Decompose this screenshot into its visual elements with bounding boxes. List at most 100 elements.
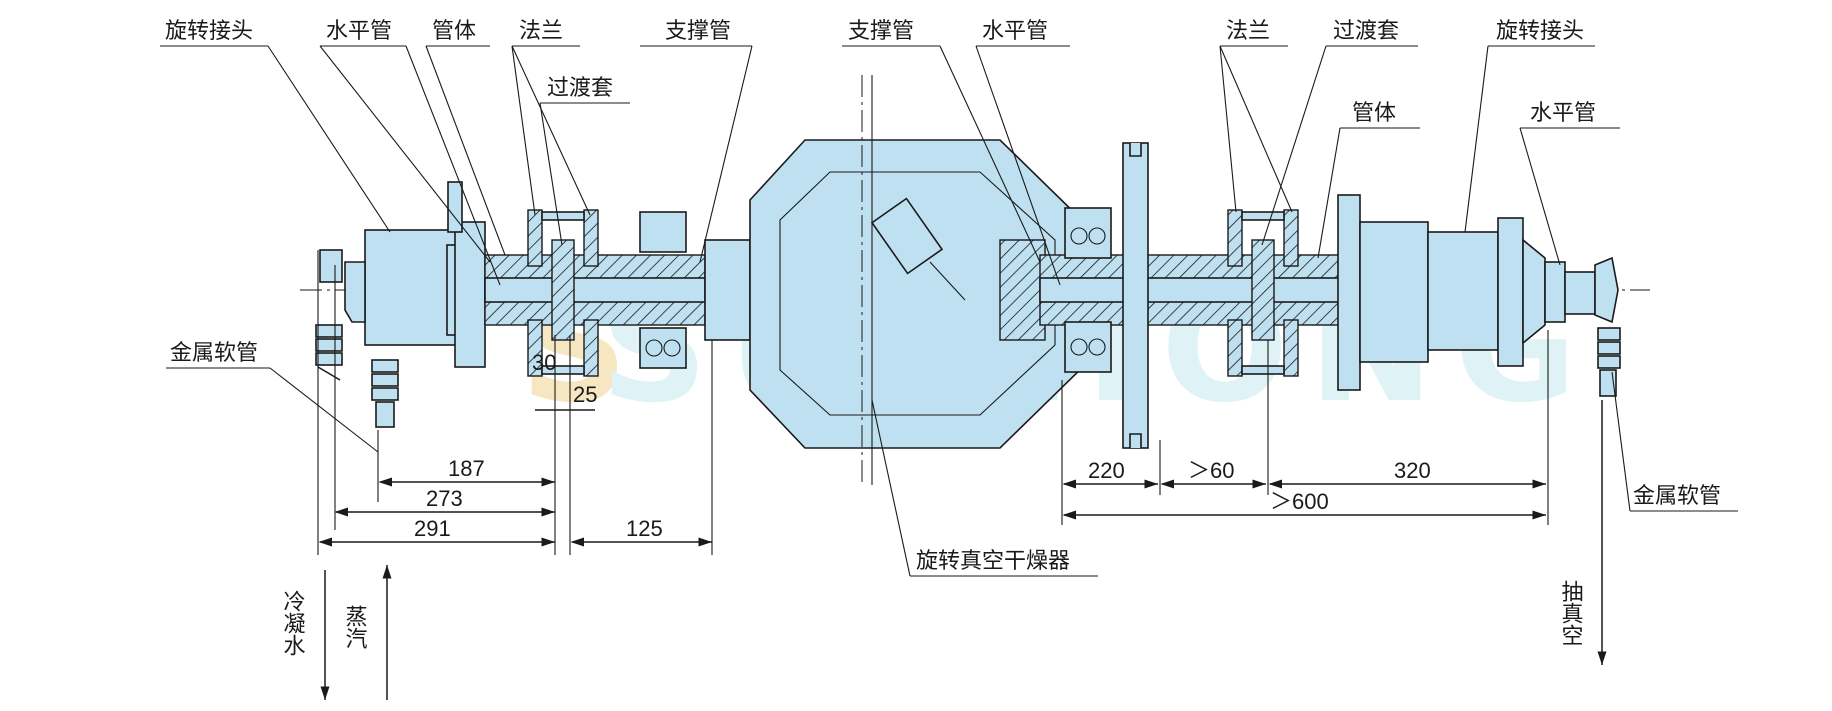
dim-25: 25 <box>573 382 597 407</box>
dimension-lines: 187 273 291 125 25 30 220 ＞60 320 ＞600 <box>317 250 1549 555</box>
right-bearing-ball-3 <box>1070 338 1088 356</box>
leader-support-pipe-right <box>939 45 1041 263</box>
right-transition-sleeve <box>1251 239 1275 341</box>
right-assembly <box>999 142 1621 449</box>
label-vacuum: 抽真空 <box>1558 580 1584 646</box>
leader-rotary-joint-right <box>1464 45 1489 233</box>
label-condensate: 冷凝水 <box>280 590 306 656</box>
leader-pipe-body-left <box>425 45 506 256</box>
right-joint-cone <box>1522 238 1546 345</box>
leader-pipe-body-right <box>1317 127 1341 259</box>
leader-dryer <box>871 399 911 577</box>
left-hose-fitting-5 <box>371 373 399 387</box>
leader-metal-hose-left <box>269 367 379 453</box>
right-flange-bolt-top <box>1241 211 1285 221</box>
right-bearing-ball-4 <box>1088 338 1106 356</box>
left-joint-flange <box>454 221 486 368</box>
left-hose-fitting-2 <box>315 338 343 352</box>
right-horizontal-pipe <box>1039 277 1341 303</box>
dim-320: 320 <box>1394 458 1431 483</box>
right-bearing-top <box>1064 207 1112 259</box>
dim-30: 30 <box>532 350 556 375</box>
left-hose-tail <box>375 401 395 428</box>
right-flange-bottom-1 <box>1227 319 1243 377</box>
left-flange-bottom-1 <box>527 319 543 377</box>
right-joint-body <box>1359 221 1429 363</box>
label-horizontal-pipe-left: 水平管 <box>326 19 392 44</box>
dim-291: 291 <box>414 516 451 541</box>
right-hose-tail <box>1599 369 1617 397</box>
left-hose-fitting-6 <box>371 387 399 401</box>
label-steam: 蒸汽 <box>342 605 368 649</box>
left-bearing-bottom <box>639 327 687 369</box>
left-flange-bolt-bottom <box>541 365 585 375</box>
right-flange-bolt-bottom <box>1241 365 1285 375</box>
left-elbow-cap <box>319 249 343 283</box>
right-joint-collar <box>1497 217 1524 367</box>
right-hose-fitting-3 <box>1597 355 1621 369</box>
leader-sleeve-left <box>539 102 563 246</box>
right-joint-neck <box>1544 261 1566 323</box>
label-metal-hose-left: 金属软管 <box>170 341 258 366</box>
support-frame-pillar <box>1122 142 1149 449</box>
right-vacuum-elbow <box>1594 256 1619 324</box>
label-horizontal-pipe-right: 水平管 <box>1530 101 1596 126</box>
right-joint-flange <box>1337 194 1361 391</box>
right-joint-tip <box>1564 271 1596 315</box>
left-hose-end <box>317 366 341 381</box>
flow-arrows: 冷凝水 蒸汽 抽真空 <box>280 400 1607 700</box>
dryer-inner-line <box>779 171 1056 416</box>
right-bearing-ball-2 <box>1088 227 1106 245</box>
leader-rotary-joint-left <box>267 45 391 233</box>
dryer-inner-arm <box>870 197 944 275</box>
label-transition-sleeve-right: 过渡套 <box>1333 19 1399 44</box>
left-bearing-ball-2 <box>663 339 681 357</box>
leader-flange-left-1 <box>511 45 536 216</box>
leader-horizontal-pipe-left-b <box>405 45 501 286</box>
label-flange-right: 法兰 <box>1226 19 1270 44</box>
left-horizontal-pipe <box>484 277 706 303</box>
left-flange-bottom-2 <box>583 319 599 377</box>
left-flange-top-1 <box>527 209 543 267</box>
label-flange-left: 法兰 <box>519 19 563 44</box>
left-siphon-elbow <box>344 261 366 323</box>
left-assembly <box>315 181 751 428</box>
leader-metal-hose-right <box>1611 371 1631 512</box>
dim-220: 220 <box>1088 458 1125 483</box>
label-underlines <box>160 45 1738 577</box>
leader-horizontal-pipe-mid <box>975 45 1061 286</box>
leader-flange-right-1 <box>1219 45 1237 213</box>
support-frame-notch-bottom <box>1129 433 1142 448</box>
right-hose-fitting-2 <box>1597 341 1621 355</box>
left-bearing-ball-1 <box>645 339 663 357</box>
label-support-pipe-right: 支撑管 <box>848 19 914 44</box>
left-flange-bolt-top <box>541 211 585 221</box>
left-bearing-top <box>639 211 687 253</box>
leader-sleeve-right <box>1261 45 1327 246</box>
dryer-assembly <box>749 75 1091 485</box>
left-hose-fitting-4 <box>371 359 399 373</box>
dim-125: 125 <box>626 516 663 541</box>
right-joint-housing <box>1427 231 1499 351</box>
labels: 旋转接头 水平管 管体 法兰 支撑管 过渡套 金属软管 支撑管 水平管 法兰 过… <box>165 19 1721 574</box>
right-bearing-bottom <box>1064 321 1112 373</box>
label-pipe-body-left: 管体 <box>432 19 476 44</box>
label-transition-sleeve-left: 过渡套 <box>547 76 613 101</box>
right-bearing-ball-1 <box>1070 227 1088 245</box>
right-flange-top-2 <box>1283 209 1299 267</box>
leader-support-pipe-left <box>699 45 753 263</box>
right-hose-fitting-1 <box>1597 327 1621 341</box>
left-hose-fitting-3 <box>315 352 343 366</box>
dryer-arm-link <box>929 261 966 301</box>
label-rotary-joint-right: 旋转接头 <box>1496 19 1584 44</box>
dim-60: ＞60 <box>1188 458 1234 483</box>
support-frame-notch-top <box>1129 143 1142 157</box>
label-rotary-joint-left: 旋转接头 <box>165 19 253 44</box>
dim-273: 273 <box>426 486 463 511</box>
label-pipe-body-right: 管体 <box>1352 101 1396 126</box>
left-transition-sleeve <box>551 239 575 341</box>
leader-horizontal-pipe-left-a <box>319 45 491 263</box>
dryer-shell <box>749 139 1091 449</box>
left-flange-top-2 <box>583 209 599 267</box>
